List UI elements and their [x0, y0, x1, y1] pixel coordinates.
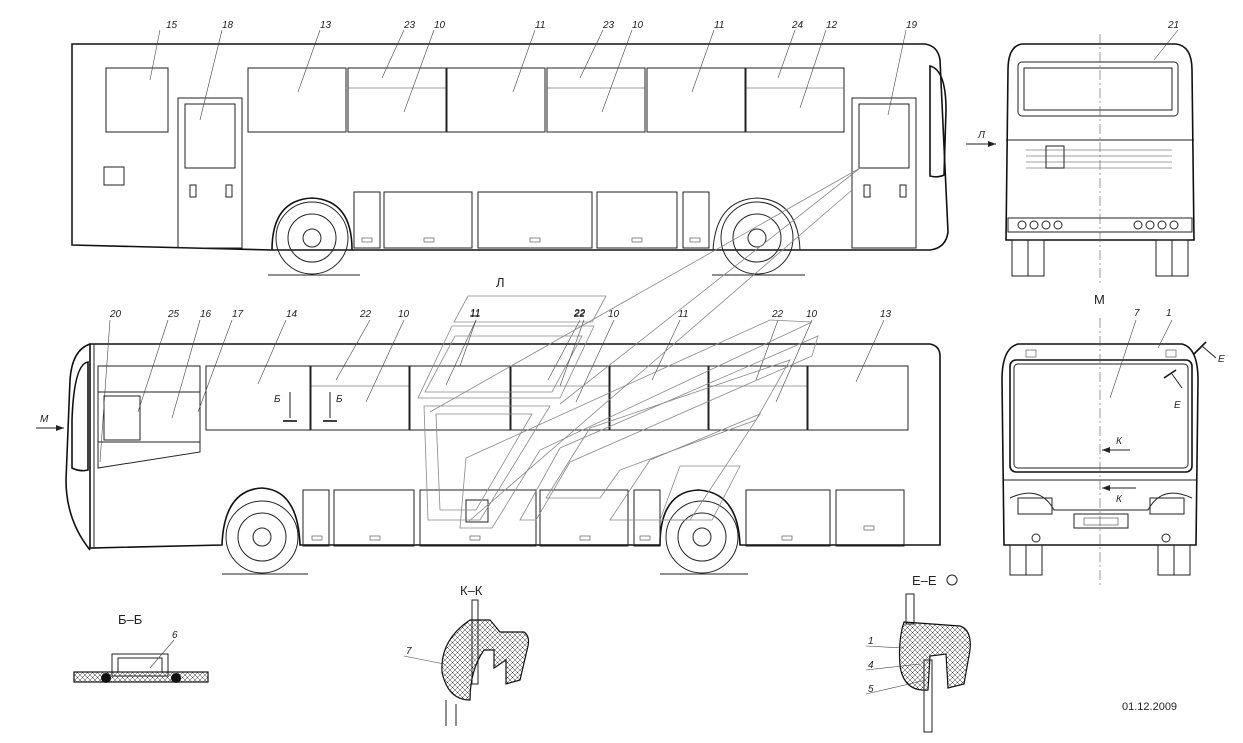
section-mark: Е	[1174, 400, 1181, 411]
callout-label: 5	[868, 684, 874, 695]
callout-label: 13	[320, 20, 332, 31]
callout-label: 24	[791, 20, 804, 31]
section-mark: К	[1116, 494, 1123, 505]
left-side-view	[71, 43, 949, 276]
right-side-view: Б Б М	[36, 343, 941, 575]
callout-label: 20	[109, 309, 122, 320]
section-kk: К–К 7	[403, 583, 530, 726]
callout-label: 11	[470, 309, 480, 320]
callout-label: 23	[602, 20, 615, 31]
callout-label: 11	[678, 309, 688, 320]
callout-label: 11	[714, 20, 724, 31]
callout-label: 22	[573, 308, 586, 319]
view-arrow-label: Л	[977, 130, 985, 141]
callout-label: 11	[470, 308, 480, 319]
callout-label: 21	[1167, 20, 1179, 31]
callout-label: 10	[608, 309, 620, 320]
section-mark: Б	[336, 394, 343, 405]
view-arrow-label: М	[40, 414, 49, 425]
callout-label: 22	[573, 309, 586, 320]
callout-label: 1	[1166, 308, 1172, 319]
section-mark: Е	[1218, 354, 1225, 365]
callout-label: 1	[868, 636, 874, 647]
callout-label: 18	[222, 20, 234, 31]
view-title: Л	[496, 275, 505, 290]
callout-label: 6	[172, 630, 178, 641]
callout-label: 15	[166, 20, 178, 31]
callout-label: 22	[771, 309, 784, 320]
callout-label: 14	[286, 309, 298, 320]
section-title: Е–Е	[912, 573, 937, 588]
callout-label: 22	[359, 309, 372, 320]
section-mark: Б	[274, 394, 281, 405]
callout-label: 13	[880, 309, 892, 320]
callout-label: 23	[403, 20, 416, 31]
left-side-callouts: 15 18 13 23 10 11 23 10 11 24 12 19	[149, 20, 918, 121]
callout-label: 16	[200, 309, 212, 320]
callout-label: 10	[632, 20, 644, 31]
callout-label: 10	[806, 309, 818, 320]
callout-label: 4	[868, 660, 874, 671]
callout-label: 10	[434, 20, 446, 31]
section-title: К–К	[460, 583, 483, 598]
callout-label: 17	[232, 309, 244, 320]
callout-label: 25	[167, 309, 180, 320]
right-side-callouts: 20 25 16 17 14 22 10 11 22 10 11 22 10 1…	[99, 309, 892, 463]
section-mark: К	[1116, 436, 1123, 447]
drawing-date: 01.12.2009	[1122, 701, 1177, 713]
view-title: М	[1094, 292, 1105, 307]
callout-label: 7	[1134, 308, 1140, 319]
callout-label: 7	[406, 646, 412, 657]
front-view: М 7 1 Е Е К К	[1001, 292, 1225, 585]
rear-view: 21 Л	[966, 20, 1195, 285]
callout-label: 10	[398, 309, 410, 320]
callout-label: 19	[906, 20, 918, 31]
section-title: Б–Б	[118, 612, 142, 627]
callout-label: 11	[535, 20, 545, 31]
section-bb: Б–Б 6	[73, 612, 209, 683]
section-ee: Е–Е 1 4 5	[865, 573, 971, 733]
view-l-detail: Л 11 22	[417, 167, 861, 529]
callout-label: 12	[826, 20, 838, 31]
